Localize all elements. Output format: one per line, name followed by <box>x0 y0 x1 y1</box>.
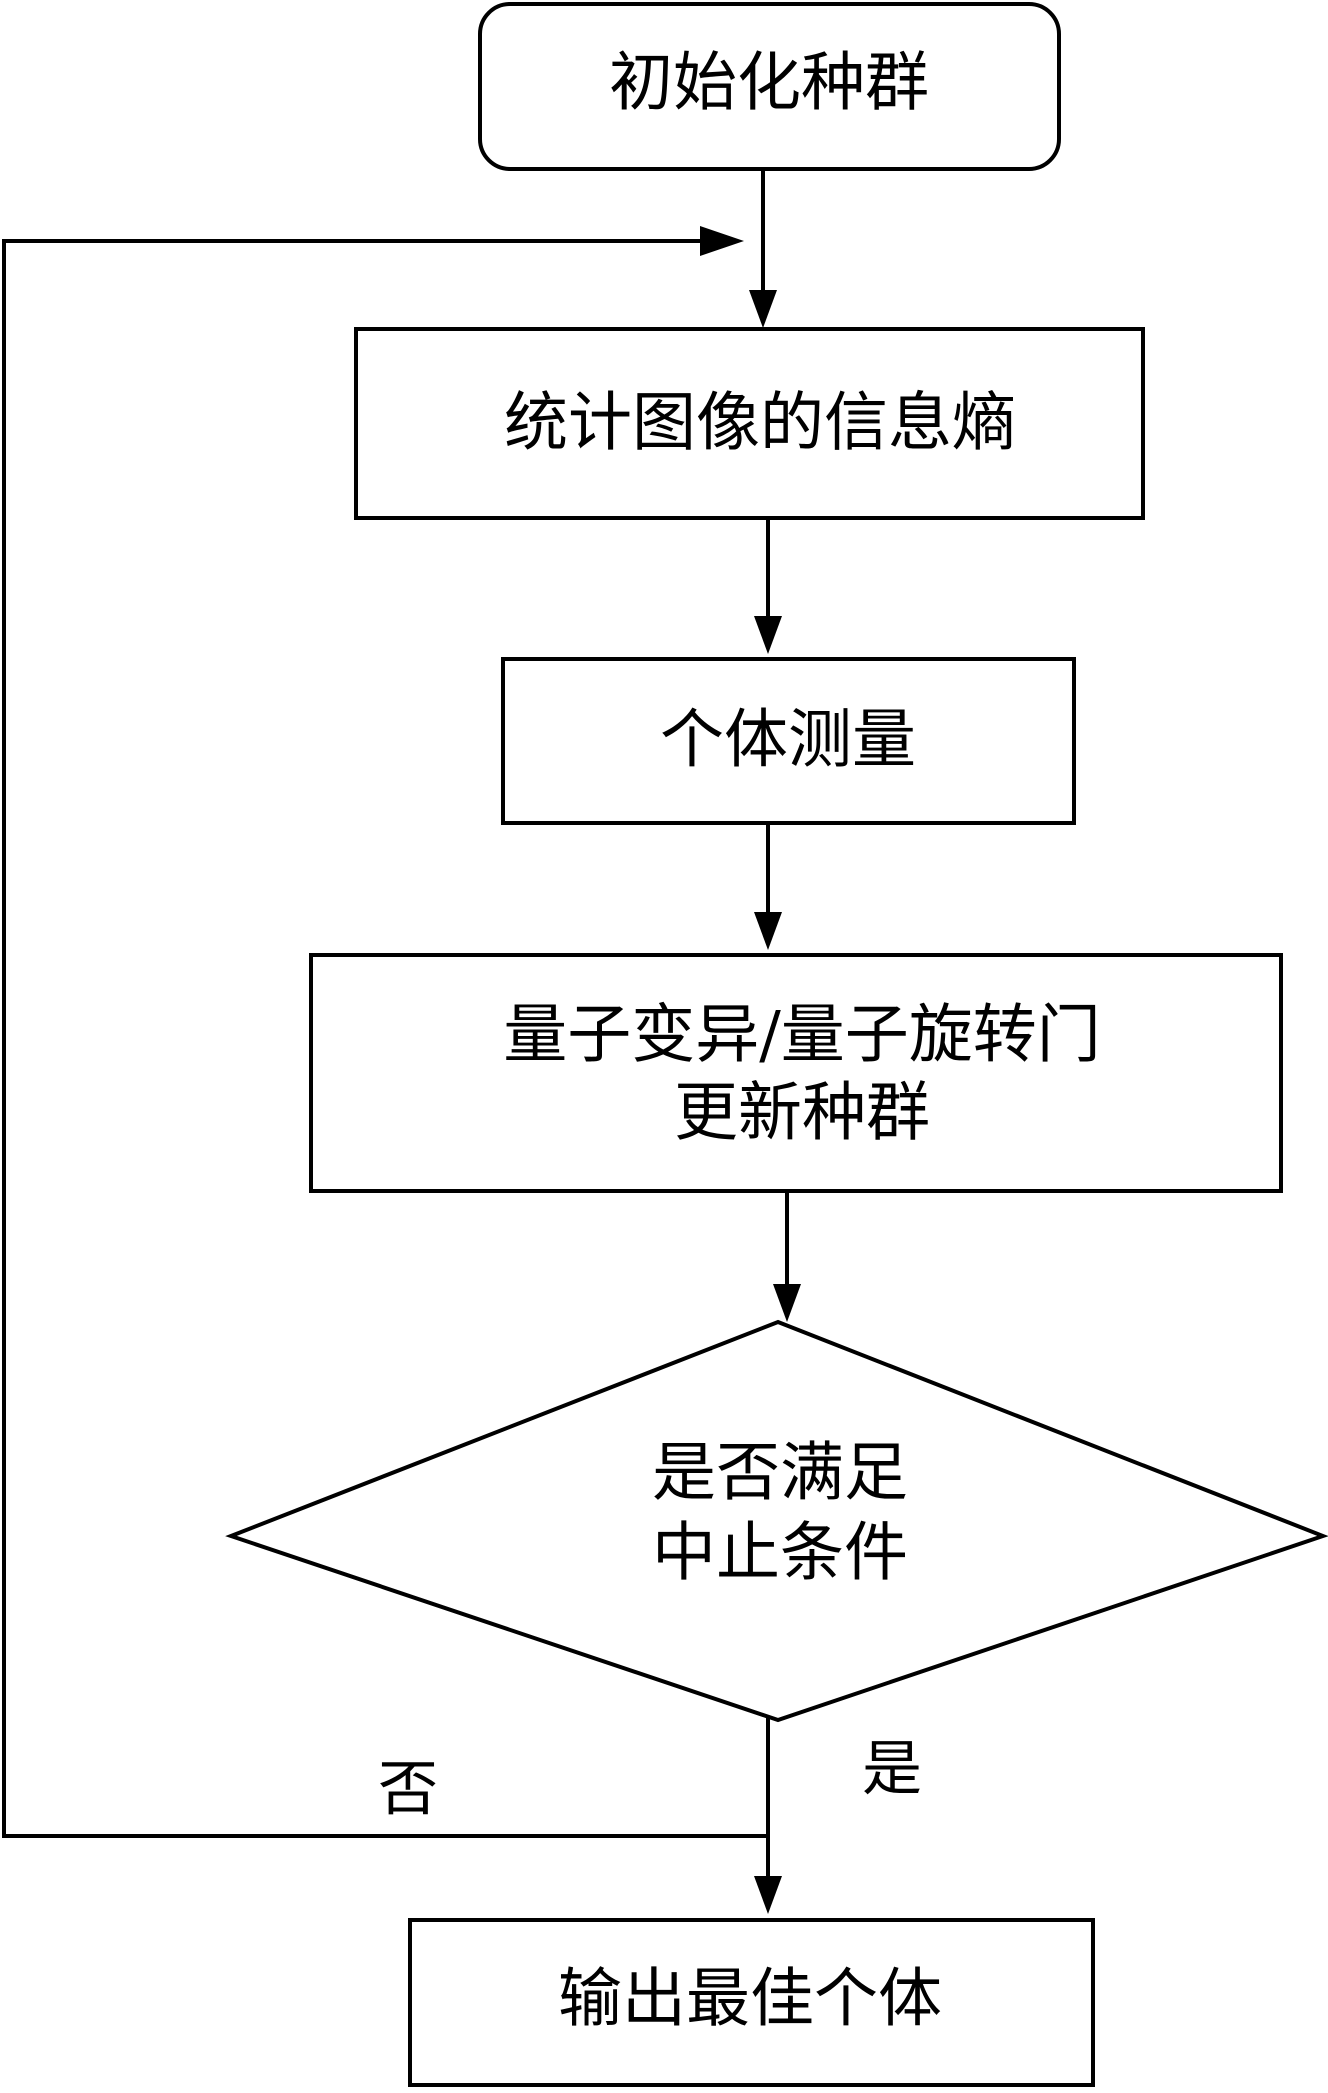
node-output-best-shape <box>408 1918 1095 2087</box>
edge-label-yes: 是 <box>862 1735 922 1805</box>
node-termination-check-shape <box>225 1319 1328 1723</box>
arrow-into-update <box>754 912 782 950</box>
node-termination-check: 是否满足 中止条件 <box>225 1319 1328 1723</box>
node-update-population-label-line1: 量子变异/量子旋转门 <box>503 999 1101 1073</box>
node-update-population: 量子变异/量子旋转门 更新种群 <box>309 953 1283 1193</box>
node-image-entropy-label: 统计图像的信息熵 <box>504 387 1016 461</box>
node-update-population-shape <box>309 953 1283 1193</box>
node-image-entropy-shape <box>354 327 1145 520</box>
node-init-population-shape <box>478 2 1061 171</box>
node-individual-measurement-shape <box>501 657 1076 825</box>
node-output-best-label: 输出最佳个体 <box>558 1963 942 2037</box>
arrow-into-measurement <box>754 616 782 654</box>
arrow-loop-back-merge <box>700 226 744 256</box>
node-individual-measurement-label: 个体测量 <box>660 704 916 778</box>
node-termination-check-label-line1: 是否满足 <box>652 1437 908 1511</box>
arrow-into-entropy <box>749 290 777 328</box>
node-init-population-label: 初始化种群 <box>609 47 929 121</box>
arrow-into-decision <box>773 1284 801 1322</box>
node-init-population: 初始化种群 <box>478 2 1061 171</box>
edge-label-no: 否 <box>378 1755 438 1825</box>
edge-loop-back-no <box>2 239 770 1838</box>
node-individual-measurement: 个体测量 <box>501 657 1076 825</box>
arrow-into-output <box>754 1876 782 1914</box>
node-termination-check-label-line2: 中止条件 <box>652 1517 908 1591</box>
node-image-entropy: 统计图像的信息熵 <box>354 327 1145 520</box>
node-update-population-label-line2: 更新种群 <box>674 1077 930 1151</box>
node-output-best: 输出最佳个体 <box>408 1918 1095 2087</box>
